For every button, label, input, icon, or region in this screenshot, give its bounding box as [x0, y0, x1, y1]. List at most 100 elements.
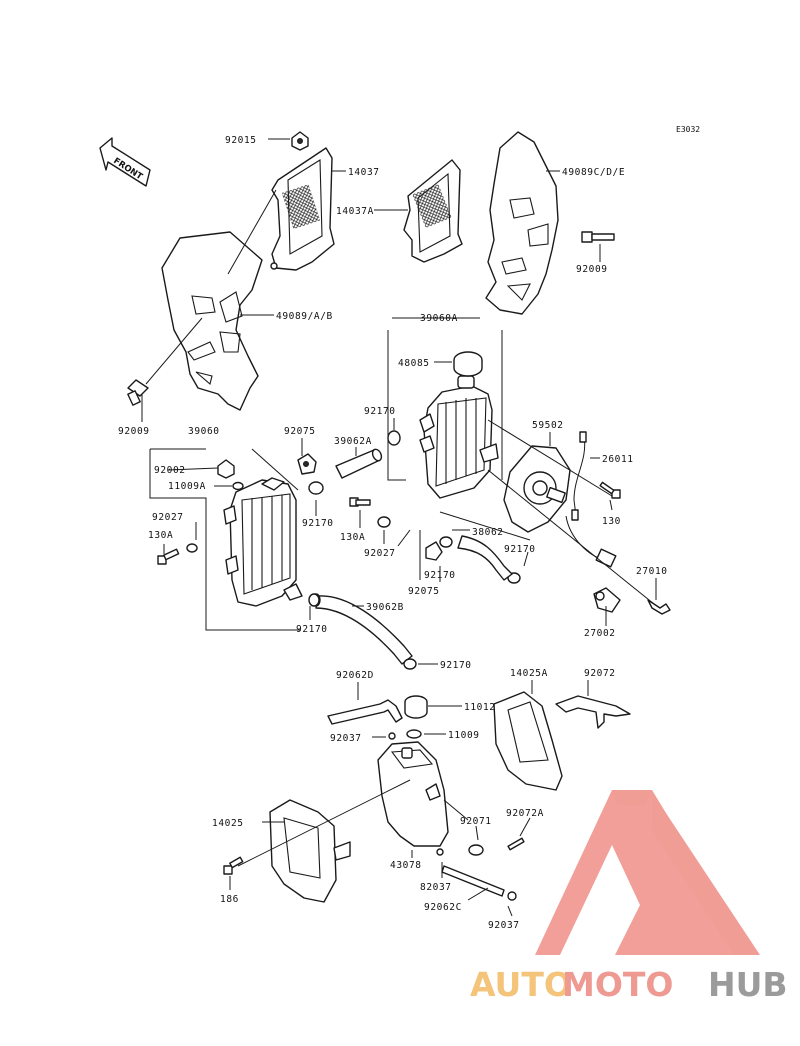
label-92002: 92002	[154, 465, 186, 476]
label-92170-a: 92170	[364, 406, 396, 417]
grommet-92027-a	[186, 543, 198, 553]
label-92027-a: 92027	[152, 512, 184, 523]
front-arrow: FRONT	[99, 137, 151, 187]
label-14025A: 14025A	[510, 668, 548, 679]
label-92170-d: 92170	[424, 570, 456, 581]
clamp-92075-a	[297, 453, 317, 475]
radiator-cover-14037	[270, 147, 335, 271]
label-92170-f: 92170	[440, 660, 472, 671]
label-14037A: 14037A	[336, 206, 374, 217]
diagram-code: E3032	[676, 125, 700, 134]
watermark-text: AUTO MOTO HUB	[470, 965, 788, 1004]
label-92037-a: 92037	[330, 733, 362, 744]
label-130-right: 130	[602, 516, 621, 527]
label-48085: 48085	[398, 358, 430, 369]
label-92071: 92071	[460, 816, 492, 827]
hose-92062D	[327, 699, 403, 725]
label-92072: 92072	[584, 668, 616, 679]
watermark-moto: MOTO	[562, 965, 673, 1004]
bolt-130-right	[599, 481, 621, 499]
bolt-92072A	[507, 837, 525, 851]
label-92075-b: 92075	[408, 586, 440, 597]
part-labels: 92015 14037 14037A 49089C/D/E 92009 4908…	[118, 135, 668, 931]
label-92062C: 92062C	[424, 902, 462, 913]
label-92009-left: 92009	[118, 426, 150, 437]
cap-27002	[593, 587, 621, 613]
label-11012: 11012	[464, 702, 496, 713]
label-39060A: 39060A	[420, 313, 458, 324]
grommet-92027-b	[377, 516, 391, 528]
clamp-92170-b	[308, 481, 324, 495]
label-39062B: 39062B	[366, 602, 404, 613]
label-92015: 92015	[225, 135, 257, 146]
clip-92037-b	[507, 891, 517, 901]
bolt-92009-left	[127, 379, 149, 406]
bracket-14025A	[493, 691, 563, 791]
hose-26011	[571, 431, 587, 521]
radiator-cover-14037A	[403, 159, 463, 263]
shroud-right-49089	[485, 131, 559, 315]
label-92170-e: 92170	[296, 624, 328, 635]
shroud-left-49089	[161, 231, 263, 411]
label-43078: 43078	[390, 860, 422, 871]
clamp-92170-a	[387, 430, 401, 446]
clip-92037-a	[388, 732, 396, 740]
pump-cover-59502	[503, 445, 571, 533]
label-92072A: 92072A	[506, 808, 544, 819]
label-27002: 27002	[584, 628, 616, 639]
label-11009: 11009	[448, 730, 480, 741]
label-39062A: 39062A	[334, 436, 372, 447]
hose-39062A	[335, 448, 383, 479]
label-11009A: 11009A	[168, 481, 206, 492]
radiator-39060A	[419, 375, 499, 499]
label-130A-middle: 130A	[340, 532, 365, 543]
label-92062D: 92062D	[336, 670, 374, 681]
hose-38062	[457, 535, 513, 581]
clamp-92170-e	[308, 593, 320, 607]
label-186: 186	[220, 894, 239, 905]
watermark-logo	[535, 790, 760, 955]
cap-92002	[217, 459, 235, 479]
radiator-cap-48085	[453, 351, 483, 377]
guard-14025	[269, 799, 351, 903]
bolt-130A-middle	[349, 497, 371, 507]
leader-lines	[141, 138, 657, 917]
temp-sensor-27010	[647, 599, 671, 615]
label-26011: 26011	[602, 454, 634, 465]
bolt-92009-right	[581, 231, 615, 243]
label-49089AB: 49089/A/B	[276, 311, 333, 322]
clamp-92075-b	[425, 541, 443, 561]
hose-92062C	[441, 865, 505, 897]
label-130A-left: 130A	[148, 530, 173, 541]
label-14037: 14037	[348, 167, 380, 178]
label-14025: 14025	[212, 818, 244, 829]
reservoir-cap-11012	[404, 695, 428, 719]
label-39060: 39060	[188, 426, 220, 437]
label-38062: 38062	[472, 527, 504, 538]
label-49089CDE: 49089C/D/E	[562, 167, 625, 178]
bolt-186	[223, 856, 244, 875]
grommet-92071	[468, 844, 484, 856]
watermark-auto: AUTO	[470, 965, 572, 1004]
watermark-hub: HUB	[708, 965, 788, 1004]
clip-82037	[436, 848, 444, 856]
label-92027-b: 92027	[364, 548, 396, 559]
radiator-39060	[223, 477, 303, 607]
label-27010: 27010	[636, 566, 668, 577]
bracket-92072	[555, 695, 631, 729]
label-92037-b: 92037	[488, 920, 520, 931]
label-92170-b: 92170	[302, 518, 334, 529]
label-92009-right: 92009	[576, 264, 608, 275]
label-82037: 82037	[420, 882, 452, 893]
reservoir-tank-43078	[377, 741, 449, 847]
clamp-92170-c	[439, 536, 453, 548]
washer-11009A	[232, 481, 244, 491]
gasket-11009	[406, 729, 422, 739]
nut-92015	[291, 131, 309, 151]
label-92075-a: 92075	[284, 426, 316, 437]
label-92170-c: 92170	[504, 544, 536, 555]
clamp-92170-f	[403, 658, 417, 670]
label-59502: 59502	[532, 420, 564, 431]
